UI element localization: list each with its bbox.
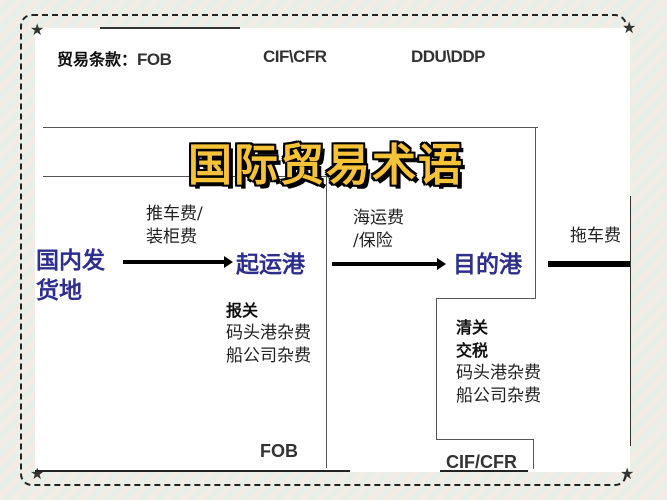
destination-boundary-upper xyxy=(535,127,536,299)
star-icon: ★ xyxy=(622,18,637,37)
edge-label-origin-departure: 推车费/ 装柜费 xyxy=(146,203,203,249)
term-cif-cfr: CIF\CFR xyxy=(263,47,327,66)
zone-label-fob: FOB xyxy=(260,441,298,461)
fee-insurance: /保险 xyxy=(353,231,393,251)
fee-container-loading: 装柜费 xyxy=(146,227,197,247)
star-icon: ★ xyxy=(30,20,45,39)
cost-terminal-charges: 码头港杂费 xyxy=(456,363,541,383)
cost-carrier-charges: 船公司杂费 xyxy=(226,346,311,366)
cif-boundary-left xyxy=(436,298,437,440)
arrow-origin-to-departure xyxy=(123,256,233,268)
slide-paper xyxy=(35,28,630,472)
cost-terminal-charges: 码头港杂费 xyxy=(226,323,311,343)
paper-bottom-edge xyxy=(150,470,350,472)
edge-label-departure-destination: 海运费 /保险 xyxy=(353,207,404,253)
node-origin-line1: 国内发 xyxy=(36,248,105,274)
divider-left xyxy=(43,176,326,177)
term-ddu-ddp: DDU\DDP xyxy=(411,47,485,66)
cost-customs-clearance: 清关 xyxy=(456,318,489,337)
divider-top xyxy=(43,127,538,128)
cif-boundary-right xyxy=(533,439,534,469)
destination-step xyxy=(436,298,536,299)
zone-label-cif-cfr: CIF/CFR xyxy=(446,452,517,472)
paper-top-edge xyxy=(100,27,240,29)
cost-carrier-charges: 船公司杂费 xyxy=(456,386,541,406)
cif-step xyxy=(436,439,533,440)
fee-drayage: 拖车费 xyxy=(570,226,621,246)
node-origin-line2: 货地 xyxy=(36,278,82,304)
fob-boundary xyxy=(326,176,327,468)
node-destination-port: 目的港 xyxy=(453,252,522,278)
cost-export-declaration: 报关 xyxy=(226,301,259,320)
fee-ocean-freight: 海运费 xyxy=(353,208,404,228)
star-icon: ★ xyxy=(30,464,45,483)
star-icon: ★ xyxy=(620,464,635,483)
paper-bottom-edge xyxy=(440,470,528,472)
node-origin: 国内发 货地 xyxy=(36,246,105,306)
departure-costs: 报关 码头港杂费 船公司杂费 xyxy=(226,299,311,368)
arrow-departure-to-destination xyxy=(332,258,446,270)
trade-terms-header: 贸易条款： FOB xyxy=(57,46,172,70)
term-fob: FOB xyxy=(137,50,172,69)
bar-destination-onward xyxy=(548,261,630,267)
fee-trucking-loading: 推车费/ xyxy=(146,204,203,224)
paper-bottom-edge xyxy=(35,470,150,472)
node-departure-port: 起运港 xyxy=(236,252,305,278)
cost-duties: 交税 xyxy=(456,341,489,360)
paper-right-edge xyxy=(630,196,631,446)
destination-costs: 清关 交税 码头港杂费 船公司杂费 xyxy=(456,316,541,408)
terms-label: 贸易条款： xyxy=(57,50,138,69)
diagram-title: 国际贸易术语 xyxy=(188,140,464,191)
